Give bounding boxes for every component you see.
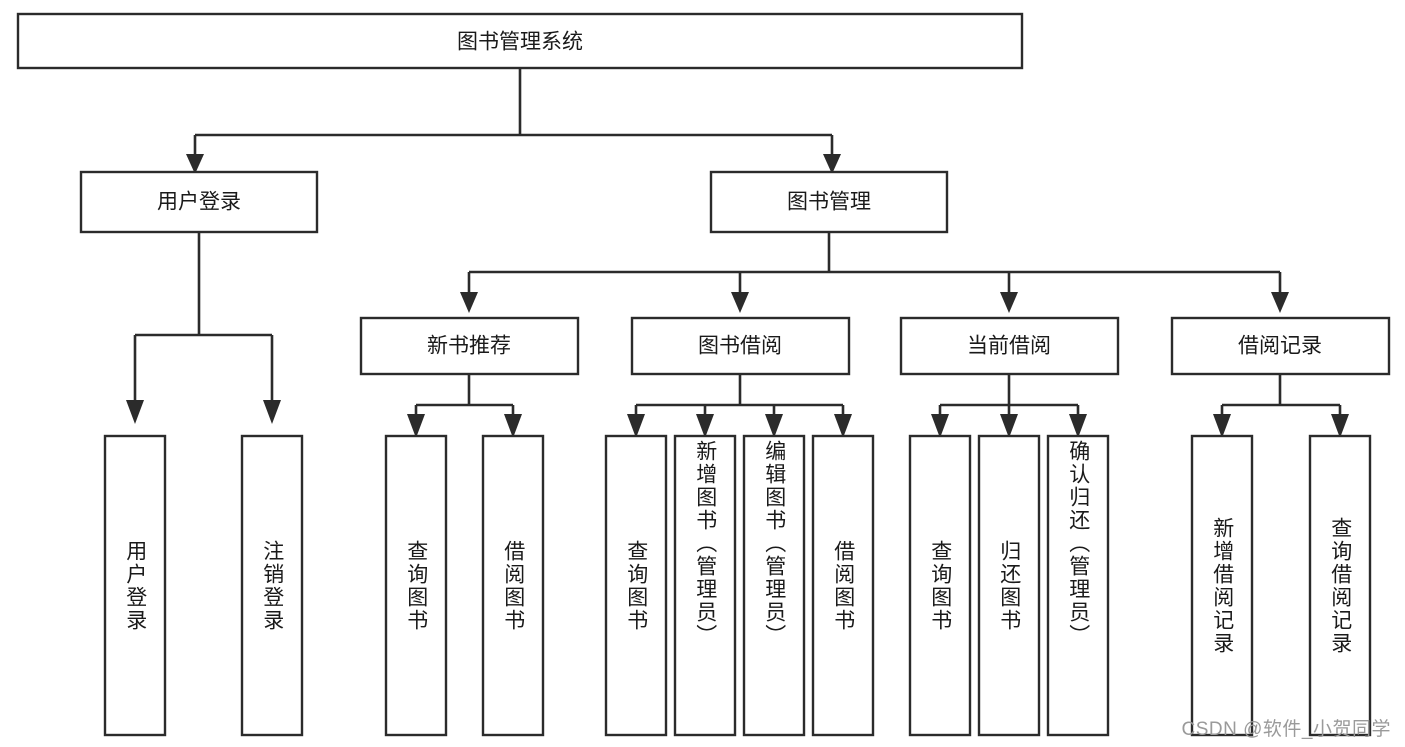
arrow-icon [823, 154, 841, 174]
node-borrow-record-box [1170, 316, 1391, 376]
connector-current-borrow-to-leaves [931, 374, 1087, 438]
leaf-query-book-2-box[interactable] [604, 434, 668, 737]
connector-user-login-to-leaves [126, 232, 281, 424]
node-root-label: 图书管理系统 [457, 31, 583, 54]
node-book-manage[interactable]: 图书管理 [709, 170, 949, 234]
connector-root-to-level2 [186, 68, 841, 174]
node-book-borrow[interactable]: 图书借阅 [630, 316, 851, 376]
arrow-icon [186, 154, 204, 174]
leaf-user-logout-box[interactable] [240, 434, 304, 737]
node-book-borrow-label: 图书借阅 [698, 335, 782, 358]
connector-book-borrow-to-leaves [627, 374, 852, 438]
arrow-icon [765, 414, 783, 438]
arrow-icon [407, 414, 425, 438]
arrow-icon [834, 414, 852, 438]
node-new-book-rec[interactable]: 新书推荐 [359, 316, 580, 376]
arrow-icon [696, 414, 714, 438]
node-current-borrow[interactable]: 当前借阅 [899, 316, 1120, 376]
node-user-login[interactable]: 用户登录 [79, 170, 319, 234]
leaf-add-record-box[interactable] [1190, 434, 1254, 737]
arrow-icon [1271, 292, 1289, 313]
node-new-book-rec-box [359, 316, 580, 376]
node-root-box [16, 12, 1024, 70]
node-borrow-record-label: 借阅记录 [1238, 335, 1322, 358]
leaf-boxes [103, 434, 1372, 737]
arrow-icon [1331, 414, 1349, 438]
arrow-icon [263, 400, 281, 424]
node-user-login-label: 用户登录 [157, 191, 241, 214]
arrow-icon [931, 414, 949, 438]
arrow-icon [1000, 414, 1018, 438]
leaf-borrow-book-1-box[interactable] [481, 434, 545, 737]
leaf-add-book-box[interactable] [673, 434, 737, 737]
leaf-query-book-3-box[interactable] [908, 434, 972, 737]
arrow-icon [504, 414, 522, 438]
arrow-icon [731, 292, 749, 313]
leaf-confirm-return-box[interactable] [1046, 434, 1110, 737]
leaf-return-book-box[interactable] [977, 434, 1041, 737]
arrow-icon [126, 400, 144, 424]
arrow-icon [460, 292, 478, 313]
leaf-query-book-1-box[interactable] [384, 434, 448, 737]
leaf-borrow-book-2-box[interactable] [811, 434, 875, 737]
node-book-manage-label: 图书管理 [787, 191, 871, 214]
leaf-user-login-box[interactable] [103, 434, 167, 737]
arrow-icon [1213, 414, 1231, 438]
node-book-borrow-box [630, 316, 851, 376]
node-new-book-rec-label: 新书推荐 [427, 335, 511, 358]
node-book-manage-box [709, 170, 949, 234]
node-current-borrow-label: 当前借阅 [967, 335, 1051, 358]
leaf-edit-book-box[interactable] [742, 434, 806, 737]
arrow-icon [1069, 414, 1087, 438]
node-root[interactable]: 图书管理系统 [16, 12, 1024, 70]
node-user-login-box [79, 170, 319, 234]
node-borrow-record[interactable]: 借阅记录 [1170, 316, 1391, 376]
connector-new-book-rec-to-leaves [407, 374, 522, 438]
arrow-icon [1000, 292, 1018, 313]
connector-book-manage-to-level3 [460, 232, 1289, 313]
connector-borrow-record-to-leaves [1213, 374, 1349, 438]
node-current-borrow-box [899, 316, 1120, 376]
leaf-query-record-box[interactable] [1308, 434, 1372, 737]
arrow-icon [627, 414, 645, 438]
